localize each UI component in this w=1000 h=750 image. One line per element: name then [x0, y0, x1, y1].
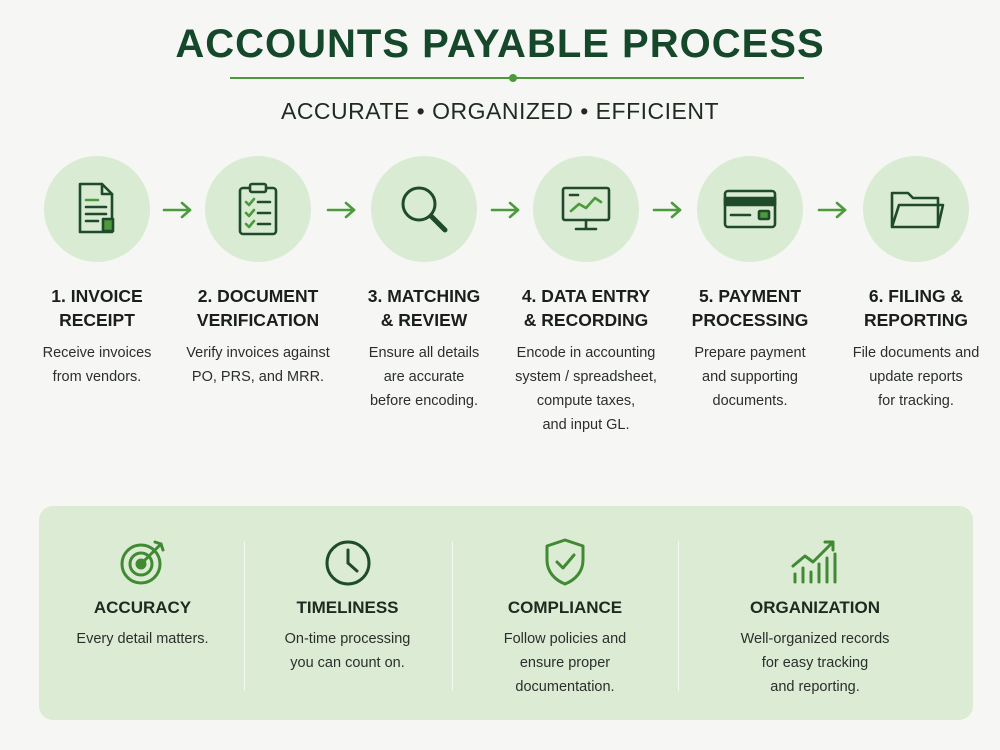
- arrow-right-icon: [490, 201, 520, 219]
- value-description: Every detail matters.: [76, 631, 209, 647]
- step-circle: [533, 156, 639, 262]
- step-circle: [44, 156, 150, 262]
- step-circle: [205, 156, 311, 262]
- value-accuracy: ACCURACY Every detail matters.: [55, 536, 230, 651]
- value-description: Well-organized records for easy tracking…: [740, 631, 890, 695]
- computer-monitor-icon: [561, 186, 611, 231]
- value-title: ORGANIZATION: [749, 598, 880, 617]
- arrow-right-icon: [817, 201, 847, 219]
- value-organization: ORGANIZATION Well-organized records for …: [705, 536, 925, 699]
- magnifier-icon: [401, 186, 448, 233]
- step-title: 1. INVOICE RECEIPT: [51, 286, 143, 330]
- title-divider-dot: [509, 74, 517, 82]
- clipboard-checklist-icon: [238, 182, 278, 236]
- panel-divider: [678, 541, 679, 691]
- step-document-verification: 2. DOCUMENT VERIFICATION Verify invoices…: [178, 156, 338, 389]
- step-title: 3. MATCHING & REVIEW: [367, 286, 481, 330]
- folder-icon: [890, 191, 945, 229]
- step-circle: [863, 156, 969, 262]
- arrow-right-icon: [326, 201, 356, 219]
- value-description: On-time processing you can count on.: [284, 631, 411, 671]
- step-description: Ensure all details are accurate before e…: [368, 345, 480, 409]
- arrow-right-icon: [652, 201, 682, 219]
- growth-chart-icon: [791, 540, 837, 584]
- step-description: Encode in accounting system / spreadshee…: [515, 345, 657, 433]
- step-description: Verify invoices against PO, PRS, and MRR…: [186, 345, 330, 385]
- clock-icon: [325, 540, 370, 586]
- step-filing-reporting: 6. FILING & REPORTING File documents and…: [836, 156, 996, 413]
- step-title: 6. FILING & REPORTING: [863, 286, 969, 330]
- invoice-document-icon: [78, 182, 115, 234]
- arrow-right-icon: [162, 201, 192, 219]
- step-title: 4. DATA ENTRY & RECORDING: [521, 286, 651, 330]
- value-timeliness: TIMELINESS On-time processing you can co…: [260, 536, 435, 675]
- step-invoice-receipt: 1. INVOICE RECEIPT Receive invoices from…: [17, 156, 177, 389]
- title-divider: [230, 77, 804, 79]
- page-title: ACCOUNTS PAYABLE PROCESS: [175, 22, 825, 66]
- step-title: 5. PAYMENT PROCESSING: [691, 286, 809, 330]
- values-panel: [39, 506, 973, 720]
- page-subtitle: ACCURATE • ORGANIZED • EFFICIENT: [280, 98, 720, 124]
- panel-divider: [452, 541, 453, 691]
- step-payment-processing: 5. PAYMENT PROCESSING Prepare payment an…: [670, 156, 830, 413]
- value-title: TIMELINESS: [296, 598, 399, 617]
- step-data-entry-recording: 4. DATA ENTRY & RECORDING Encode in acco…: [506, 156, 666, 437]
- value-title: ACCURACY: [93, 598, 192, 617]
- shield-check-icon: [545, 538, 585, 586]
- target-icon: [120, 540, 164, 585]
- step-matching-review: 3. MATCHING & REVIEW Ensure all details …: [344, 156, 504, 413]
- step-circle: [371, 156, 477, 262]
- step-description: File documents and update reports for tr…: [852, 345, 980, 409]
- value-compliance: COMPLIANCE Follow policies and ensure pr…: [470, 536, 660, 699]
- value-title: COMPLIANCE: [507, 598, 623, 617]
- step-title: 2. DOCUMENT VERIFICATION: [196, 286, 320, 330]
- payment-card-icon: [723, 189, 777, 229]
- step-description: Receive invoices from vendors.: [42, 345, 152, 385]
- value-description: Follow policies and ensure proper docume…: [503, 631, 627, 695]
- step-circle: [697, 156, 803, 262]
- panel-divider: [244, 541, 245, 691]
- step-description: Prepare payment and supporting documents…: [694, 345, 806, 409]
